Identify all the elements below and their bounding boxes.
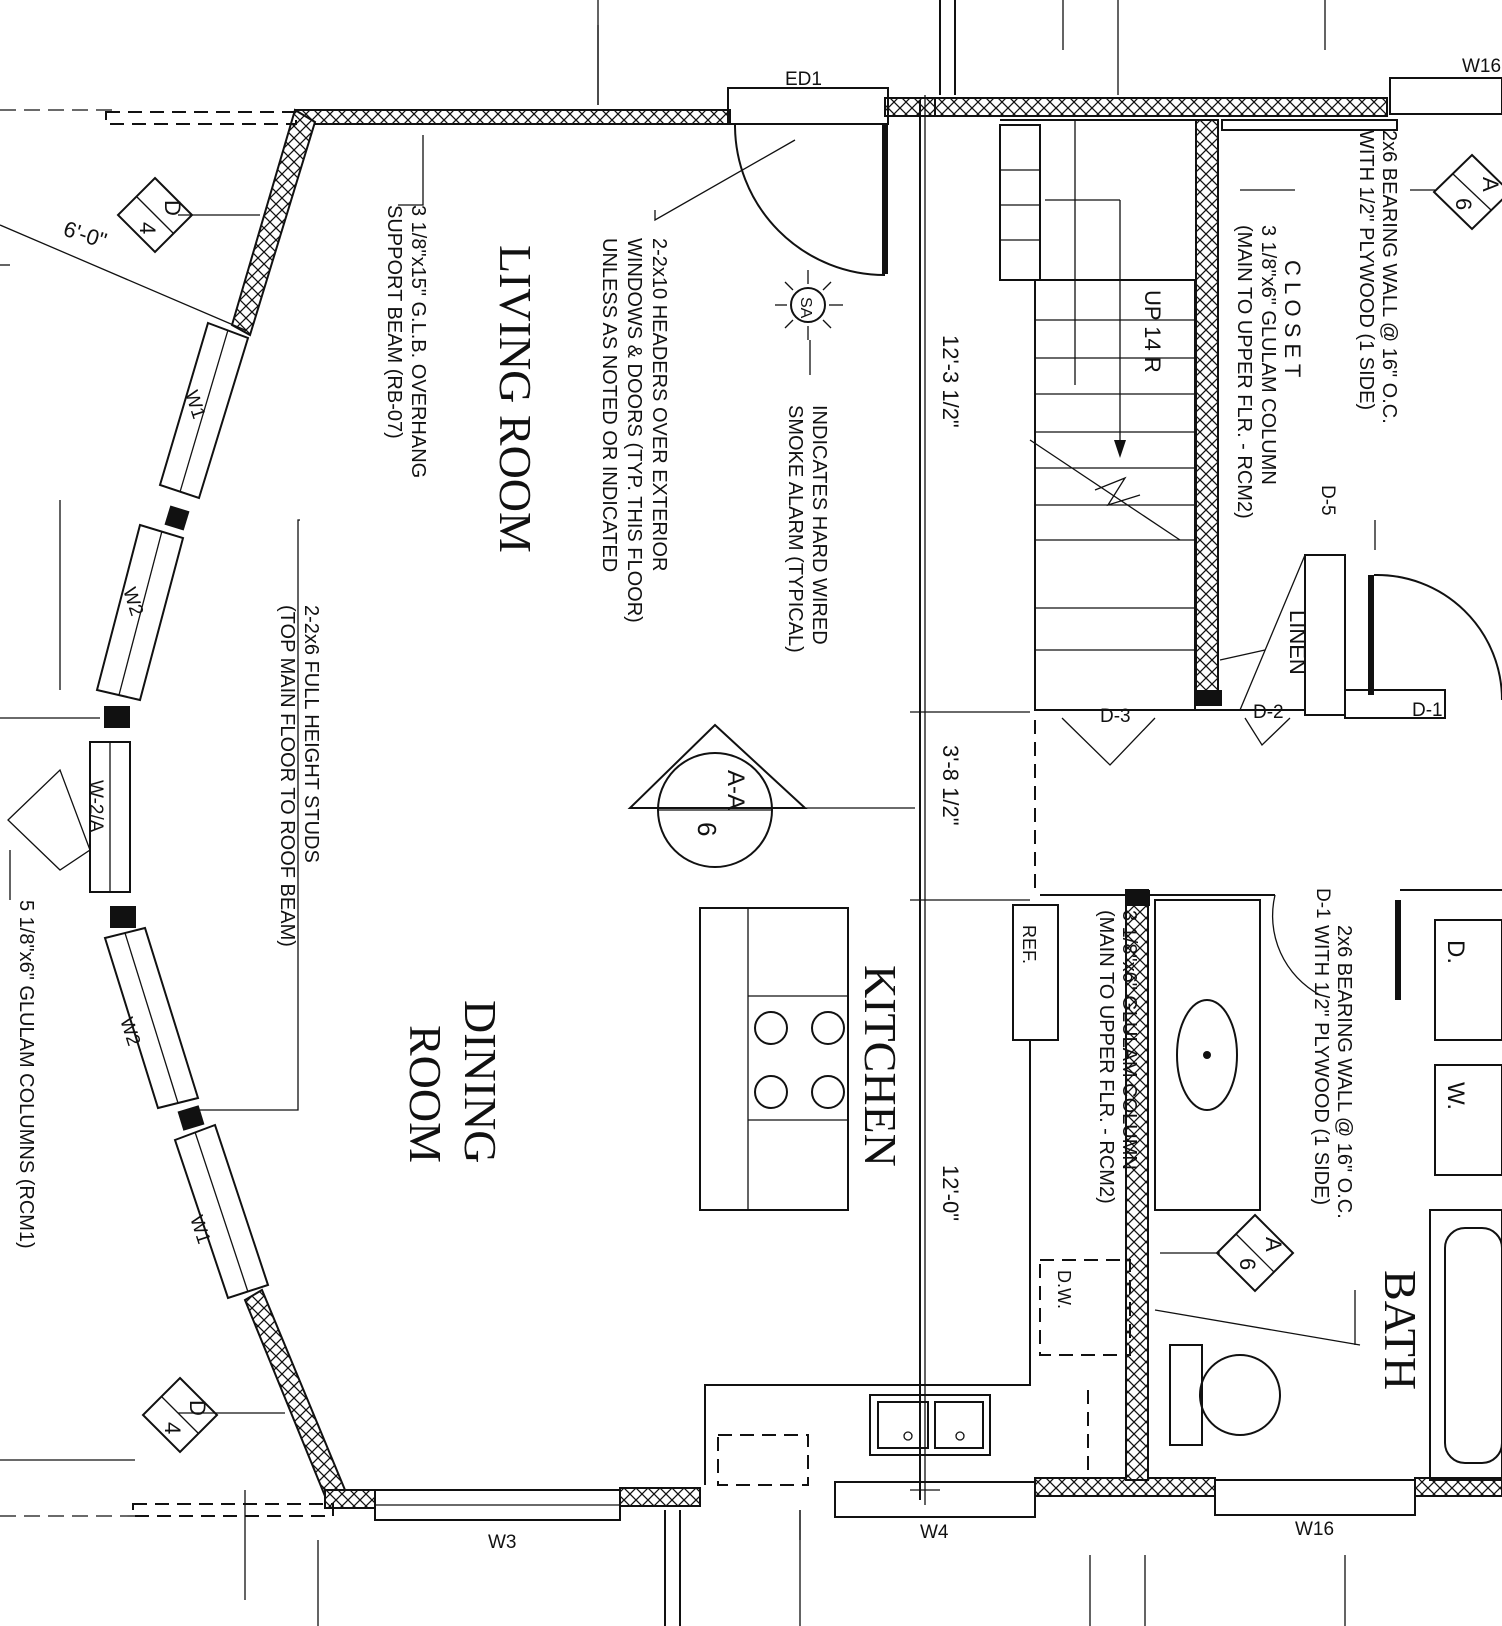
bearing-bottom-note-1: 2x6 BEARING WALL @ 16" O.C. <box>1333 925 1355 1219</box>
section-marker-a6-bath: A 6 <box>1215 1213 1295 1293</box>
studs-note-1: 2-2x6 FULL HEIGHT STUDS <box>300 605 322 863</box>
bath-label: BATH <box>1375 1270 1426 1390</box>
dim-middle: 3'-8 1/2" <box>938 745 963 826</box>
stair-treads <box>1000 169 1195 651</box>
tags: ED1 W16 W16 W1 W2 W-2/A W2 W1 W3 W4 D-5 … <box>85 56 1501 1553</box>
tag-w-box: W. <box>1442 1082 1469 1110</box>
tag-w16-bottom: W16 <box>1295 1519 1334 1540</box>
bearing-top-note-1: 2x6 BEARING WALL @ 16" O.C. <box>1378 130 1400 424</box>
exterior-walls <box>230 97 1502 1509</box>
tag-w1-top: W1 <box>180 388 209 422</box>
tag-w4: W4 <box>920 1522 949 1543</box>
dim-left: 6'-0" <box>60 216 109 253</box>
bearing-top-note-2: WITH 1/2" PLYWOOD (1 SIDE) <box>1355 130 1377 410</box>
section-marker-aa6: A-A 6 <box>627 723 808 868</box>
tag-ref: REF. <box>1019 925 1039 964</box>
svg-text:A: A <box>1478 177 1502 192</box>
glulam-top-note-2: (MAIN TO UPPER FLR. - RCM2) <box>1233 225 1255 519</box>
svg-text:A-A: A-A <box>722 770 749 810</box>
closet-label: C L O S E T <box>1280 260 1305 377</box>
glulam-columns-note: 5 1/8"x6" GLULAM COLUMNS (RCM1) <box>15 900 37 1249</box>
bay-windows <box>89 77 1502 1521</box>
smoke-alarm-icon: SA <box>775 270 843 340</box>
dining-room-label-1: DINING <box>455 1000 506 1164</box>
leader-lines <box>9 25 1435 1540</box>
living-room-label: LIVING ROOM <box>490 245 541 553</box>
window-tag-w2a <box>7 768 91 871</box>
svg-text:D: D <box>160 200 185 216</box>
glulam-bottom-note-1: 3 1/8"x6" GLULAM COLUMN <box>1118 910 1140 1170</box>
kitchen-label: KITCHEN <box>855 965 906 1167</box>
entry-door-ed1 <box>727 87 889 276</box>
smoke-note-1: INDICATES HARD WIRED <box>808 405 830 645</box>
svg-text:4: 4 <box>135 222 160 234</box>
svg-text:6: 6 <box>1451 198 1476 210</box>
tag-w3: W3 <box>488 1532 517 1553</box>
beam-note-2: SUPPORT BEAM (RB-07) <box>383 205 405 439</box>
tag-d3: D-3 <box>1100 706 1131 727</box>
headers-note-2: WINDOWS & DOORS (TYP. THIS FLOOR) <box>623 238 645 623</box>
tag-d1-right: D-1 <box>1412 700 1443 721</box>
bearing-bottom-note-2: WITH 1/2" PLYWOOD (1 SIDE) <box>1310 925 1332 1205</box>
bath-fixtures <box>1154 899 1281 1446</box>
tag-w2-top: W2 <box>118 585 147 619</box>
headers-note-3: UNLESS AS NOTED OR INDICATED <box>598 238 620 572</box>
tag-d-box: D. <box>1442 940 1469 964</box>
room-labels: LIVING ROOM DINING ROOM KITCHEN BATH C L… <box>400 245 1426 1390</box>
smoke-note-2: SMOKE ALARM (TYPICAL) <box>784 405 806 653</box>
svg-text:D: D <box>185 1400 210 1416</box>
linen-label: LINEN <box>1285 610 1310 675</box>
beam-note-1: 3 1/8"x15" G.L.B. OVERHANG <box>407 205 429 478</box>
tag-d2: D-2 <box>1253 702 1284 723</box>
stairs-label: UP 14 R <box>1140 290 1165 373</box>
headers-note-1: 2-2x10 HEADERS OVER EXTERIOR <box>648 238 670 571</box>
svg-text:6: 6 <box>1235 1258 1260 1270</box>
dining-room-label-2: ROOM <box>400 1025 451 1163</box>
overhang-lines <box>0 109 334 1517</box>
dim-top: 12'-3 1/2" <box>938 335 963 428</box>
glulam-top-note-1: 3 1/8"x6" GLULAM COLUMN <box>1257 225 1279 485</box>
svg-text:SA: SA <box>797 297 814 319</box>
glulam-bottom-note-2: (MAIN TO UPPER FLR. - RCM2) <box>1095 910 1117 1204</box>
section-marker-a6-top: A 6 <box>1432 153 1502 231</box>
section-marker-d4-top: D 4 <box>116 176 194 254</box>
tag-w16-top: W16 <box>1462 56 1501 77</box>
dim-bottom: 12'-0" <box>938 1165 963 1221</box>
interior-walls <box>919 100 1502 1500</box>
tag-ed1: ED1 <box>785 69 822 90</box>
tag-w2-bottom: W2 <box>115 1015 144 1049</box>
tag-dw: D.W. <box>1054 1270 1074 1309</box>
tag-d5: D-5 <box>1317 485 1338 516</box>
svg-text:6: 6 <box>692 822 722 836</box>
svg-text:4: 4 <box>160 1422 185 1434</box>
section-marker-d4-bottom: D 4 <box>141 1376 219 1454</box>
dimension-text: 12'-3 1/2" 3'-8 1/2" 12'-0" 6'-0" <box>60 216 963 1221</box>
studs-note-2: (TOP MAIN FLOOR TO ROOF BEAM) <box>276 605 298 947</box>
dimension-lines <box>0 0 1346 1626</box>
svg-text:A: A <box>1261 1237 1286 1252</box>
tag-d1-bath: D-1 <box>1312 888 1333 919</box>
notes: 3 1/8"x15" G.L.B. OVERHANG SUPPORT BEAM … <box>15 130 1400 1249</box>
tag-w2a: W-2/A <box>85 780 106 833</box>
kitchen-fixtures <box>699 904 1131 1486</box>
